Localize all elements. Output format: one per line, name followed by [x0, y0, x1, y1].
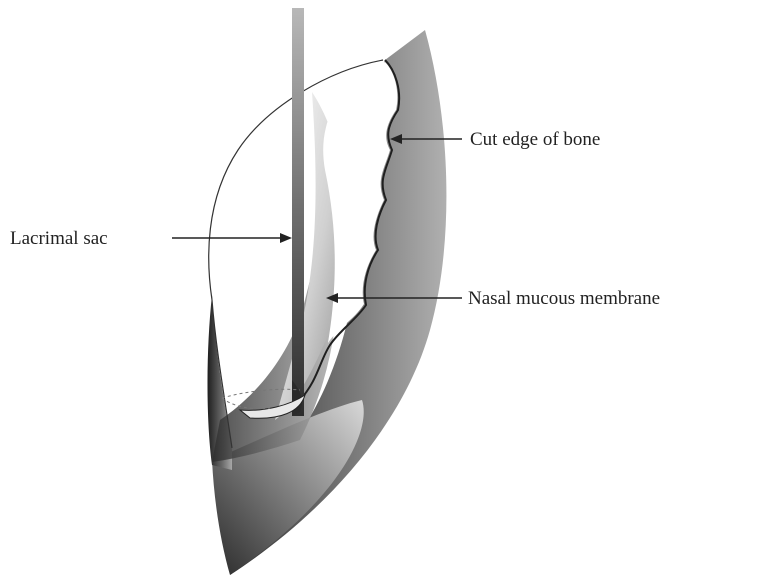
label-nasal-mucous-membrane: Nasal mucous membrane: [468, 288, 660, 309]
pointer-lacrimal-sac: [172, 233, 292, 243]
label-lacrimal-sac: Lacrimal sac: [10, 228, 108, 249]
label-cut-edge-of-bone: Cut edge of bone: [470, 129, 600, 150]
probe-rod: [292, 8, 304, 416]
